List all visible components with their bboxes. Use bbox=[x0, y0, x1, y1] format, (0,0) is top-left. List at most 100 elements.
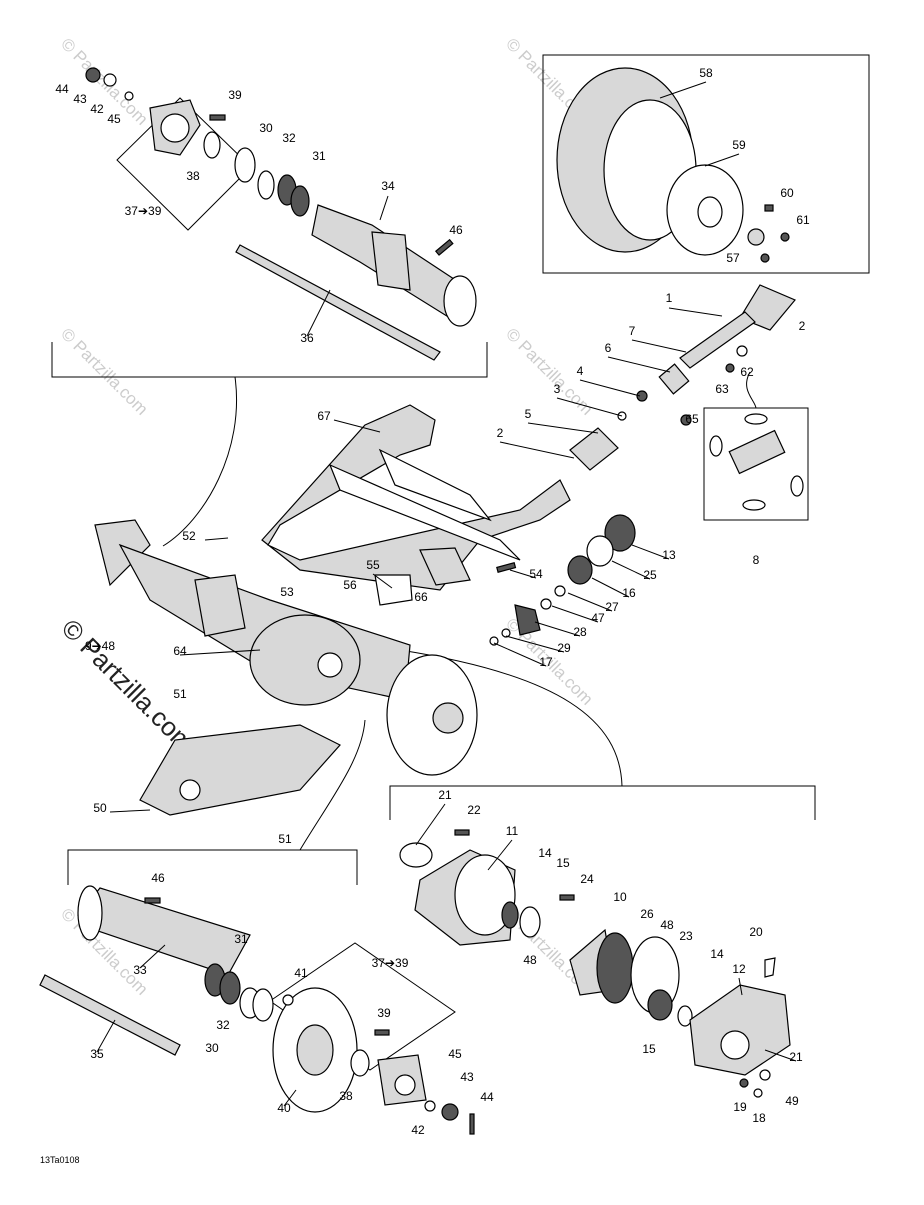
callout-label: 46 bbox=[449, 223, 463, 237]
callout-label: 21 bbox=[438, 788, 452, 802]
callout-label: 17 bbox=[539, 655, 553, 669]
callout-label: 63 bbox=[715, 382, 729, 396]
callout-label: 64 bbox=[173, 644, 187, 658]
lower-axle-group bbox=[39, 885, 274, 1056]
callout-label: 44 bbox=[55, 82, 69, 96]
callout-label: 42 bbox=[90, 102, 104, 116]
callout-label: 37➔39 bbox=[372, 956, 409, 970]
callout-label: 30 bbox=[205, 1041, 219, 1055]
callout-label: 37➔39 bbox=[125, 204, 162, 218]
callout-label: 48 bbox=[660, 918, 674, 932]
callout-label: 13 bbox=[662, 548, 676, 562]
callout-label: 48 bbox=[523, 953, 537, 967]
callout-label: 55 bbox=[366, 558, 380, 572]
callout-label: 49 bbox=[785, 1094, 799, 1108]
callout-label: 29 bbox=[557, 641, 571, 655]
callout-label: 61 bbox=[796, 213, 810, 227]
callout-label: 52 bbox=[182, 529, 196, 543]
callout-label: 47 bbox=[591, 611, 605, 625]
callout-label: 51 bbox=[173, 687, 187, 701]
callout-label: 50 bbox=[93, 801, 107, 815]
watermark-large: © Partzilla.com bbox=[56, 613, 201, 758]
watermark: © Partzilla.com bbox=[57, 324, 151, 418]
callout-label: 10 bbox=[613, 890, 627, 904]
callout-label: 25 bbox=[643, 568, 657, 582]
differential-bracket bbox=[389, 785, 816, 820]
callout-label: 43 bbox=[460, 1070, 474, 1084]
callout-label: 60 bbox=[780, 186, 794, 200]
callout-label: 9➔48 bbox=[85, 639, 115, 653]
callout-label: 3 bbox=[554, 382, 561, 396]
callout-label: 28 bbox=[573, 625, 587, 639]
callout-label: 43 bbox=[73, 92, 87, 106]
callout-label: 65 bbox=[685, 412, 699, 426]
callout-curve-lower bbox=[299, 719, 366, 851]
swing-arm-and-housing bbox=[94, 404, 571, 816]
callout-label: 20 bbox=[749, 925, 763, 939]
callout-label: 39 bbox=[377, 1006, 391, 1020]
callout-label: 14 bbox=[710, 947, 724, 961]
callout-label: 26 bbox=[640, 907, 654, 921]
callout-label: 30 bbox=[259, 121, 273, 135]
callout-label: 5 bbox=[525, 407, 532, 421]
callout-label: 38 bbox=[339, 1089, 353, 1103]
callout-label: 41 bbox=[294, 966, 308, 980]
callout-label: 7 bbox=[629, 324, 636, 338]
callout-curve-diff bbox=[399, 649, 623, 787]
upper-axle-group bbox=[85, 67, 477, 361]
callout-label: 66 bbox=[414, 590, 428, 604]
callout-label: 56 bbox=[343, 578, 357, 592]
callout-label: 59 bbox=[732, 138, 746, 152]
callout-label: 24 bbox=[580, 872, 594, 886]
callout-label: 19 bbox=[733, 1100, 747, 1114]
callout-label: 4 bbox=[577, 364, 584, 378]
callout-curve-left bbox=[162, 376, 237, 547]
callout-label: 51 bbox=[278, 832, 292, 846]
callout-label: 62 bbox=[740, 365, 754, 379]
callout-label: 39 bbox=[228, 88, 242, 102]
callout-label: 34 bbox=[381, 179, 395, 193]
callout-label: 18 bbox=[752, 1111, 766, 1125]
wheel-inset-frame bbox=[542, 54, 870, 274]
top-axle-bracket bbox=[51, 342, 488, 378]
callout-label: 31 bbox=[234, 932, 248, 946]
callout-label: 2 bbox=[497, 426, 504, 440]
callout-label: 2 bbox=[799, 319, 806, 333]
callout-label: 15 bbox=[556, 856, 570, 870]
callout-label: 27 bbox=[605, 600, 619, 614]
callout-label: 54 bbox=[529, 567, 543, 581]
callout-label: 57 bbox=[726, 251, 740, 265]
callout-label: 67 bbox=[317, 409, 331, 423]
callout-label: 32 bbox=[216, 1018, 230, 1032]
callout-label: 16 bbox=[622, 586, 636, 600]
callout-label: 53 bbox=[280, 585, 294, 599]
callout-label: 1 bbox=[666, 291, 673, 305]
callout-label: 44 bbox=[480, 1090, 494, 1104]
callout-label: 21 bbox=[789, 1050, 803, 1064]
lower-axle-bracket bbox=[67, 849, 358, 885]
callout-label: 36 bbox=[300, 331, 314, 345]
callout-label: 6 bbox=[605, 341, 612, 355]
differential-parts bbox=[489, 514, 636, 646]
callout-label: 8 bbox=[753, 553, 760, 567]
callout-label: 14 bbox=[538, 846, 552, 860]
callout-label: 11 bbox=[506, 824, 519, 838]
callout-label: 38 bbox=[186, 169, 200, 183]
callout-label: 45 bbox=[448, 1047, 462, 1061]
callout-label: 23 bbox=[679, 929, 693, 943]
callout-label: 46 bbox=[151, 871, 165, 885]
callout-label: 40 bbox=[277, 1101, 291, 1115]
callout-label: 12 bbox=[732, 962, 746, 976]
callout-label: 15 bbox=[642, 1042, 656, 1056]
callout-label: 22 bbox=[467, 803, 481, 817]
callout-label: 42 bbox=[411, 1123, 425, 1137]
callout-label: 58 bbox=[699, 66, 713, 80]
tire-and-rim bbox=[556, 67, 790, 263]
callout-label: 35 bbox=[90, 1047, 104, 1061]
diagram-caption: 13Ta0108 bbox=[40, 1155, 80, 1165]
driveshaft-group bbox=[569, 284, 804, 511]
callout-labels: 44434245393837➔3930323134463658596061571… bbox=[55, 66, 810, 1137]
callout-curve-ujoint bbox=[746, 371, 757, 409]
callout-label: 32 bbox=[282, 131, 296, 145]
